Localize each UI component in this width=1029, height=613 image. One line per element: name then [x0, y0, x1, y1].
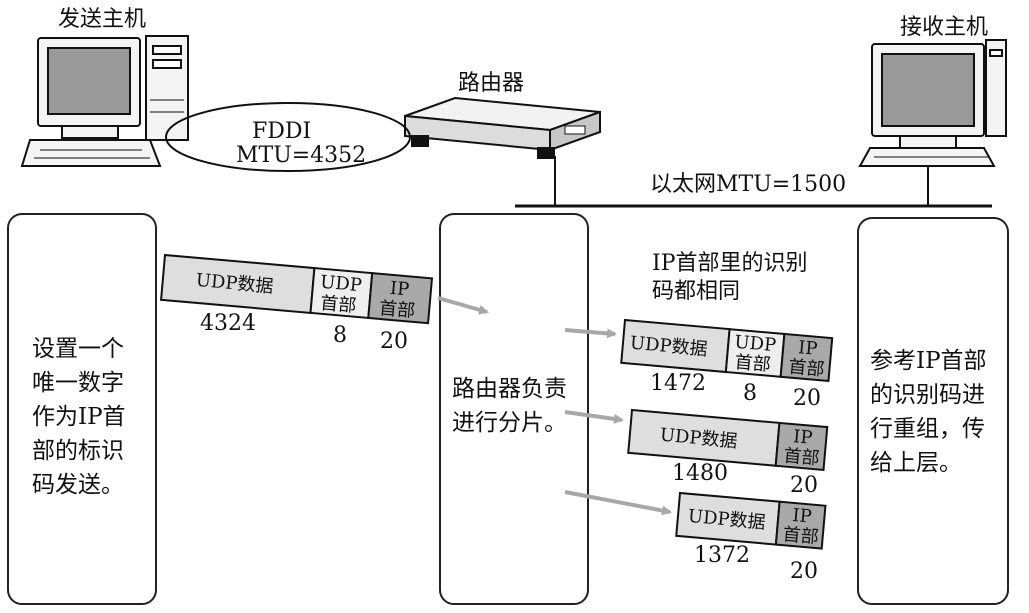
- fragment-1: UDP数据 UDP 首部 IP 首部: [620, 318, 834, 383]
- fragment-1-ip-header-size: 20: [793, 386, 821, 411]
- router-icon: [404, 96, 601, 159]
- fragment-3-data-size: 1372: [694, 543, 750, 568]
- original-udp-header-label-2: 首部: [319, 293, 357, 317]
- fragment-2-data-size: 1480: [672, 461, 728, 486]
- sender-panel-text: 设置一个 唯一数字 作为IP首 部的标识 码发送。: [32, 336, 126, 498]
- fddi-label: FDDI: [252, 119, 311, 144]
- fragment-1-ip-header-label-1: IP: [797, 337, 818, 360]
- original-ip-header-field: [367, 272, 434, 325]
- fragment-1-udp-header-label-1: UDP: [734, 332, 777, 357]
- router-panel-text: 路由器负责 进行分片。: [452, 376, 567, 436]
- fragment-2-ip-header-label-1: IP: [792, 426, 813, 449]
- fragment-3: UDP数据 IP 首部: [675, 491, 827, 550]
- fragment-3-ip-header-size: 20: [790, 559, 818, 584]
- fragment-3-ip-header-field: [774, 500, 827, 550]
- receiver-label: 接收主机: [900, 15, 988, 40]
- arrow-to-fragment-1: [564, 328, 617, 339]
- original-udp-header-size: 8: [333, 323, 347, 348]
- fragment-1-udp-header-size: 8: [743, 381, 757, 406]
- fragment-1-data-size: 1472: [650, 371, 706, 396]
- fddi-ring: [165, 102, 411, 172]
- fragment-1-ip-header-label-2: 首部: [788, 356, 826, 380]
- fragment-2-ip-header-field: [774, 421, 829, 472]
- original-ip-header-size: 20: [380, 329, 408, 354]
- sender-label: 发送主机: [58, 7, 146, 32]
- fragment-1-ip-header-field: [779, 332, 834, 383]
- fragment-3-ip-header-label-2: 首部: [782, 524, 820, 548]
- receiver-panel-text: 参考IP首部 的识别码进 行重组，传 给上层。: [870, 348, 987, 476]
- arrow-to-router: [437, 296, 489, 315]
- original-packet: UDP数据 UDP 首部 IP 首部: [159, 253, 434, 325]
- receiver-panel: [857, 217, 1009, 605]
- ethernet-mtu-label: 以太网MTU=1500: [650, 172, 846, 197]
- fragment-2-ip-header-size: 20: [790, 473, 818, 498]
- router-label: 路由器: [458, 71, 524, 96]
- arrow-to-fragment-2: [564, 410, 624, 424]
- original-udp-data-size: 4324: [200, 311, 256, 336]
- original-ip-header-label-1: IP: [389, 278, 410, 301]
- note-line-2: 码都相同: [652, 279, 740, 304]
- original-udp-header-label-1: UDP: [319, 272, 362, 297]
- fragment-2-ip-header-label-2: 首部: [783, 445, 821, 469]
- sender-panel: [7, 213, 157, 605]
- sender-computer-icon: [20, 35, 189, 167]
- fddi-mtu-label: MTU=4352: [236, 143, 366, 168]
- original-ip-header-label-2: 首部: [378, 298, 416, 322]
- fragment-3-ip-header-label-1: IP: [792, 505, 813, 528]
- note-line-1: IP首部里的识别: [652, 251, 808, 276]
- fragment-1-udp-header-label-2: 首部: [734, 352, 772, 376]
- router-panel: [439, 213, 589, 605]
- receiver-computer-icon: [858, 39, 1007, 167]
- fragment-2: UDP数据 IP 首部: [627, 408, 829, 472]
- arrow-to-fragment-3: [564, 490, 672, 516]
